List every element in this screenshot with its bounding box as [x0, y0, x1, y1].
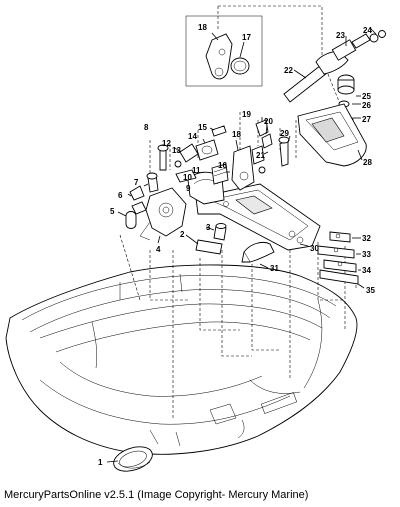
tray-illustration [297, 103, 367, 167]
callout-33: 33 [362, 250, 371, 259]
shaft-assembly-illustration [283, 27, 386, 103]
callout-17: 17 [242, 33, 251, 42]
callout-4: 4 [156, 245, 161, 254]
callout-6: 6 [118, 191, 123, 200]
bracket-plate-illustration [187, 171, 321, 251]
callout-16: 16 [218, 161, 227, 170]
linkage-illustration [117, 143, 199, 244]
callout-31: 31 [270, 264, 279, 273]
callout-27: 27 [362, 115, 371, 124]
callout-20: 20 [264, 117, 273, 126]
callout-30: 30 [310, 244, 319, 253]
callout-15: 15 [198, 123, 207, 132]
callout-7: 7 [134, 178, 139, 187]
callout-8: 8 [144, 123, 149, 132]
bottom-cowl-illustration [5, 264, 358, 455]
callout-24: 24 [363, 26, 372, 35]
callout-10: 10 [183, 173, 192, 182]
inset-link-illustration [185, 15, 263, 87]
callout-29: 29 [280, 129, 289, 138]
lower-parts-illustration [185, 223, 365, 289]
assembly-guide-lines [119, 5, 357, 420]
parts-diagram: 1 2 3 4 5 6 7 8 9 10 11 12 13 14 15 16 1… [5, 5, 386, 472]
callout-12: 12 [162, 139, 171, 148]
callout-5: 5 [110, 207, 115, 216]
callout-1: 1 [98, 458, 103, 467]
callout-18-inset: 18 [198, 23, 207, 32]
callout-2: 2 [180, 230, 185, 239]
callout-28: 28 [363, 158, 372, 167]
callout-13: 13 [172, 146, 181, 155]
callout-21: 21 [256, 151, 265, 160]
callout-22: 22 [284, 66, 293, 75]
callout-14: 14 [188, 132, 197, 141]
callout-32: 32 [362, 234, 371, 243]
center-parts-illustration [195, 117, 291, 191]
image-caption: MercuryPartsOnline v2.5.1 (Image Copyrig… [4, 489, 309, 501]
callout-labels: 1 2 3 4 5 6 7 8 9 10 11 12 13 14 15 16 1… [98, 23, 375, 467]
callout-26: 26 [362, 101, 371, 110]
callout-11: 11 [192, 166, 201, 175]
callout-19: 19 [242, 110, 251, 119]
callout-3: 3 [206, 223, 211, 232]
grommet-illustration [106, 446, 153, 472]
callout-23: 23 [336, 31, 345, 40]
callout-34: 34 [362, 266, 371, 275]
callout-25: 25 [362, 92, 371, 101]
callout-35: 35 [366, 286, 375, 295]
callout-9: 9 [186, 184, 191, 193]
callout-18: 18 [232, 130, 241, 139]
